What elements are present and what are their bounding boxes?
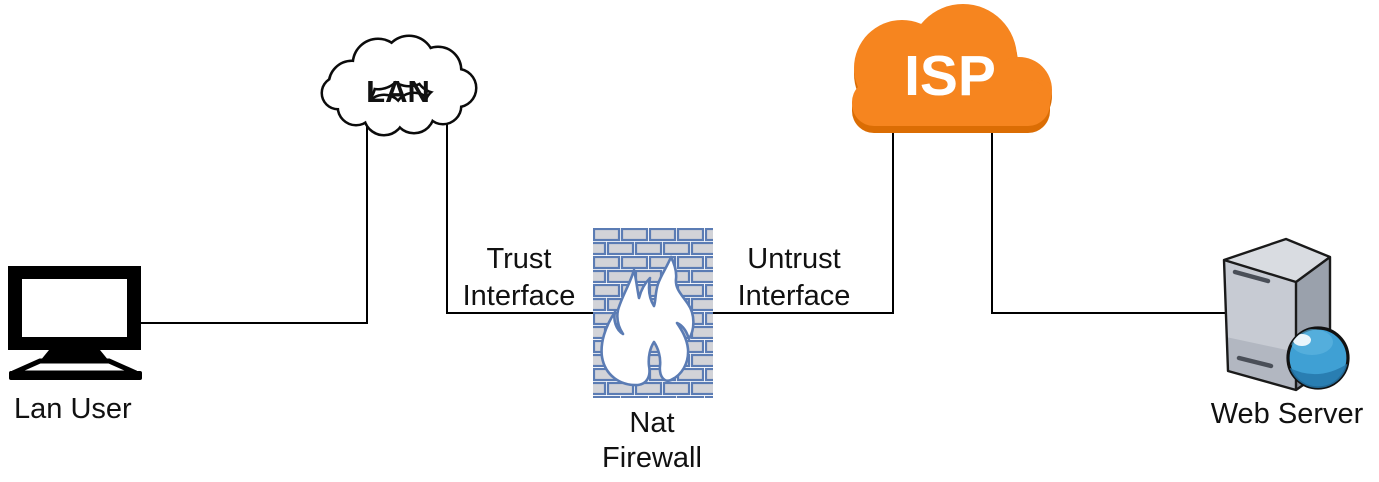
connection-line-isp-to-webserver: [991, 128, 1230, 314]
connection-line-lanuser-to-lan: [134, 118, 368, 324]
trust-interface-label-line1: Trust: [487, 243, 552, 275]
untrust-interface-label-line2: Interface: [738, 280, 851, 312]
isp-cloud-label: ISP: [904, 44, 996, 108]
nat-firewall-label-line1: Nat: [629, 407, 674, 439]
web-server-icon: [1222, 237, 1350, 392]
lan-cloud-label: LAN: [366, 74, 430, 109]
desktop-computer-icon: [8, 266, 142, 380]
lan-cloud-icon: LAN: [320, 34, 478, 137]
isp-cloud-body: [852, 4, 1052, 126]
connection-lines: [134, 118, 1230, 324]
monitor-base-bar: [9, 371, 142, 380]
server-top-face: [1224, 239, 1330, 282]
globe-cloud-spot: [1293, 334, 1311, 346]
untrust-interface-label-line1: Untrust: [747, 243, 840, 275]
flame-icon: [600, 255, 695, 387]
connection-line-firewall-to-isp: [710, 128, 894, 314]
monitor-screen: [22, 279, 127, 337]
globe-shadow: [1288, 362, 1348, 388]
server-slot-top: [1232, 269, 1271, 284]
connection-line-lan-to-firewall: [446, 118, 596, 314]
trust-interface-label-line2: Interface: [463, 280, 576, 312]
monitor-neck: [40, 350, 109, 361]
lan-user-label: Lan User: [14, 393, 132, 425]
nat-firewall-icon: [593, 228, 713, 398]
server-slot-bottom: [1236, 355, 1274, 369]
isp-cloud-icon: ISP: [852, 4, 1052, 133]
globe-icon: [1286, 326, 1350, 390]
nat-firewall-label-line2: Firewall: [602, 442, 702, 474]
web-server-label: Web Server: [1211, 398, 1364, 430]
